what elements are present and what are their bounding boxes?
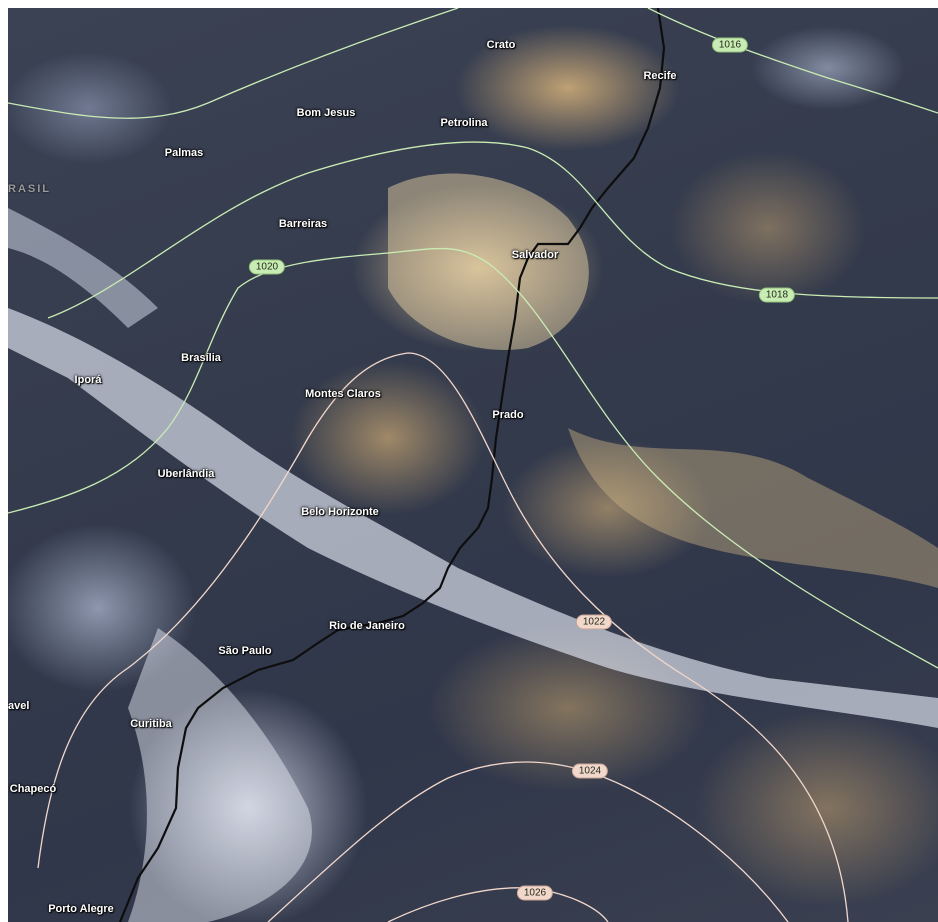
city-label[interactable]: Uberlândia xyxy=(157,468,215,480)
cloud-layer xyxy=(8,173,938,922)
isobar-label: 1018 xyxy=(758,287,796,303)
country-label: RASIL xyxy=(8,183,51,195)
isobar-label: 1026 xyxy=(516,885,554,901)
city-label[interactable]: Brasília xyxy=(181,352,221,364)
city-label[interactable]: Salvador xyxy=(511,249,559,261)
city-label[interactable]: Porto Alegre xyxy=(48,903,114,915)
isobar-lines xyxy=(8,8,938,922)
city-label[interactable]: Palmas xyxy=(164,147,204,159)
city-label[interactable]: Rio de Janeiro xyxy=(329,620,405,632)
isobar-label: 1020 xyxy=(248,259,286,275)
city-label[interactable]: Prado xyxy=(492,409,524,421)
isobar-label: 1022 xyxy=(575,614,613,630)
city-label[interactable]: Chapecó xyxy=(9,783,57,795)
city-label[interactable]: Curitiba xyxy=(130,718,172,730)
isobar-label: 1024 xyxy=(571,763,609,779)
city-label[interactable]: Recife xyxy=(643,70,677,82)
city-label[interactable]: São Paulo xyxy=(218,645,272,657)
city-label[interactable]: Iporá xyxy=(74,374,102,386)
map-overlay xyxy=(8,8,938,922)
coastline xyxy=(118,8,666,922)
city-label[interactable]: avel xyxy=(8,700,30,712)
city-label[interactable]: Belo Horizonte xyxy=(301,506,379,518)
city-label[interactable]: Crato xyxy=(486,39,516,51)
city-label[interactable]: Barreiras xyxy=(278,218,328,230)
city-label[interactable]: Montes Claros xyxy=(305,388,381,400)
city-label[interactable]: Petrolina xyxy=(440,117,488,129)
city-label[interactable]: Bom Jesus xyxy=(296,107,356,119)
isobar-label: 1016 xyxy=(711,37,749,53)
